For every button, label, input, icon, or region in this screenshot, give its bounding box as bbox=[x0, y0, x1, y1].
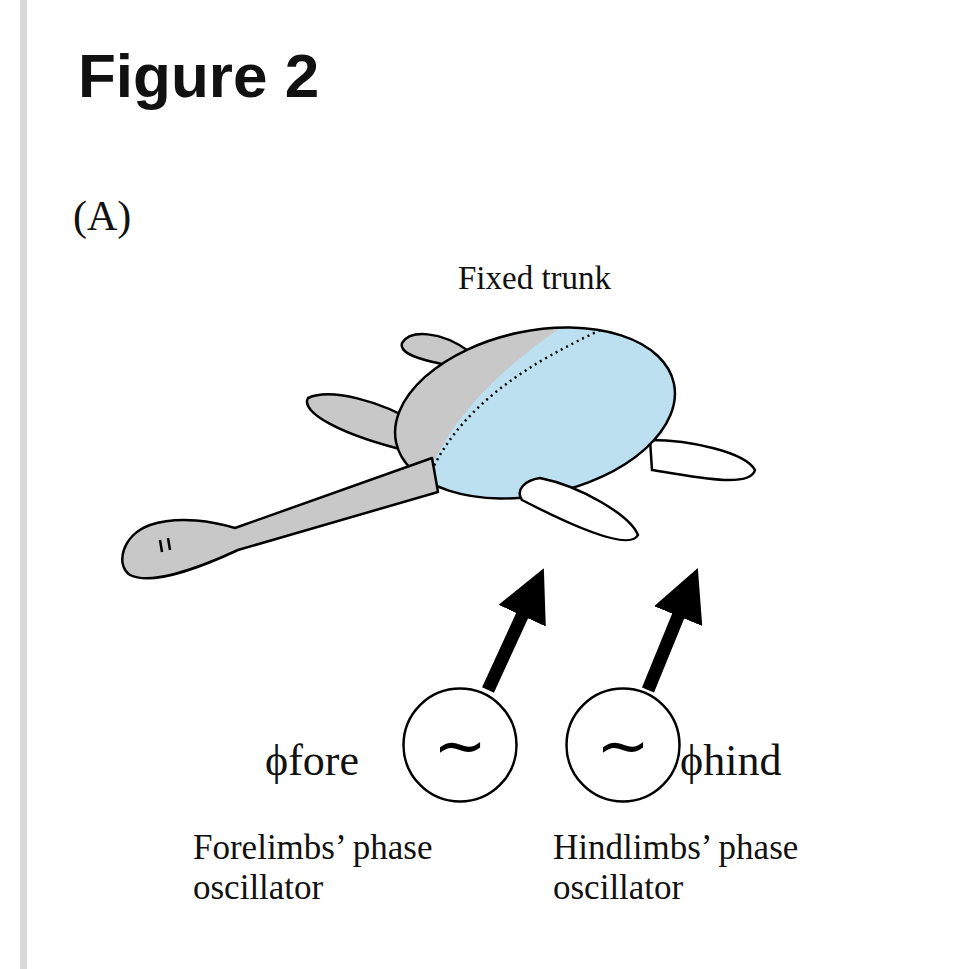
phase-symbol: ϕfore bbox=[265, 735, 359, 786]
drive-arrow bbox=[648, 592, 688, 690]
phase-symbol: ϕhind bbox=[680, 735, 781, 786]
oscillator-symbol: ~ bbox=[433, 713, 487, 777]
hindlimb bbox=[650, 440, 755, 480]
part-label: Fixed trunk bbox=[458, 260, 611, 297]
oscillator-circle: ~ bbox=[565, 687, 681, 803]
drive-arrow bbox=[488, 592, 533, 690]
oscillator-circle: ~ bbox=[402, 687, 518, 803]
eye bbox=[160, 540, 162, 552]
hindlimb bbox=[520, 478, 638, 540]
trunk-boundary bbox=[432, 330, 600, 470]
neck-head bbox=[122, 458, 438, 578]
oscillator-symbol: ~ bbox=[596, 713, 650, 777]
figure-title: Figure 2 bbox=[78, 40, 319, 111]
side-bar bbox=[20, 0, 27, 969]
oscillator-caption: Forelimbs’ phase oscillator bbox=[193, 828, 463, 909]
oscillator-caption: Hindlimbs’ phase oscillator bbox=[553, 828, 823, 909]
panel-label: (A) bbox=[73, 192, 131, 240]
eye bbox=[168, 538, 170, 550]
